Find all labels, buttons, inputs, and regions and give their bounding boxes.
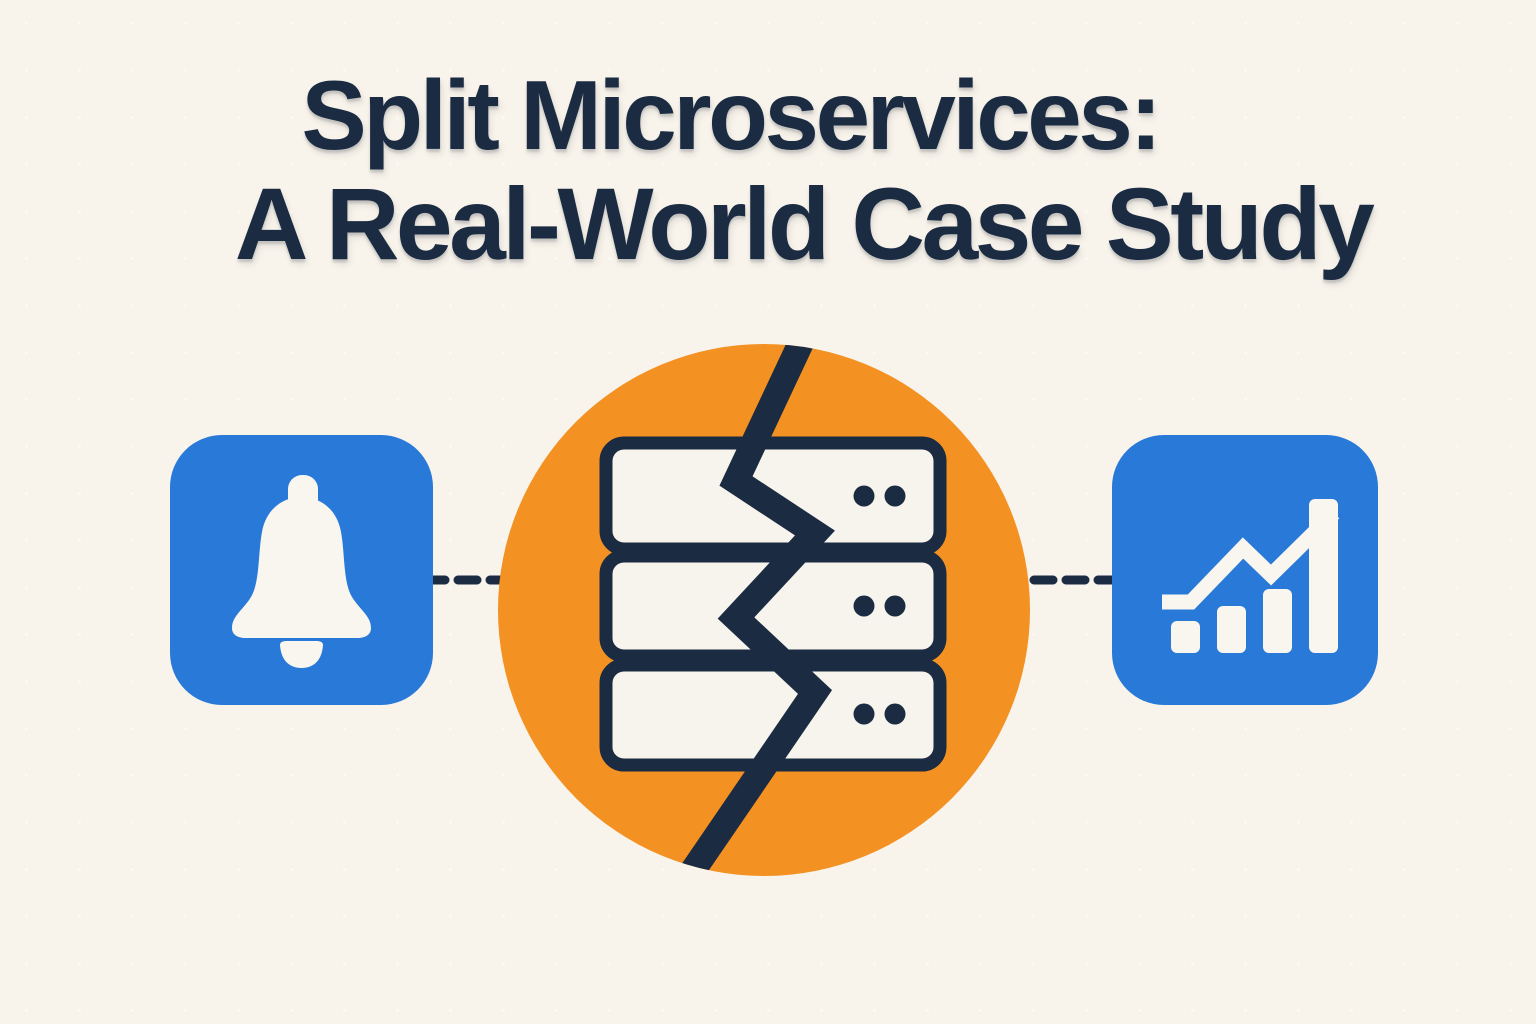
- analytics-node-card: [1112, 435, 1378, 705]
- growth-chart-icon: [1162, 499, 1340, 653]
- title-line-1: Split Microservices:: [301, 60, 1162, 170]
- connector-left-dashed-line: [420, 571, 510, 589]
- crack-bolt: [670, 344, 835, 876]
- title-line-2: A Real-World Case Study: [234, 167, 1375, 281]
- connector-right-dashed-line: [1026, 571, 1120, 589]
- cracked-server-node: [490, 336, 1038, 884]
- bell-icon: [232, 475, 371, 668]
- notification-node-card: [170, 435, 433, 705]
- cracked-server-stack-icon: [498, 344, 1030, 876]
